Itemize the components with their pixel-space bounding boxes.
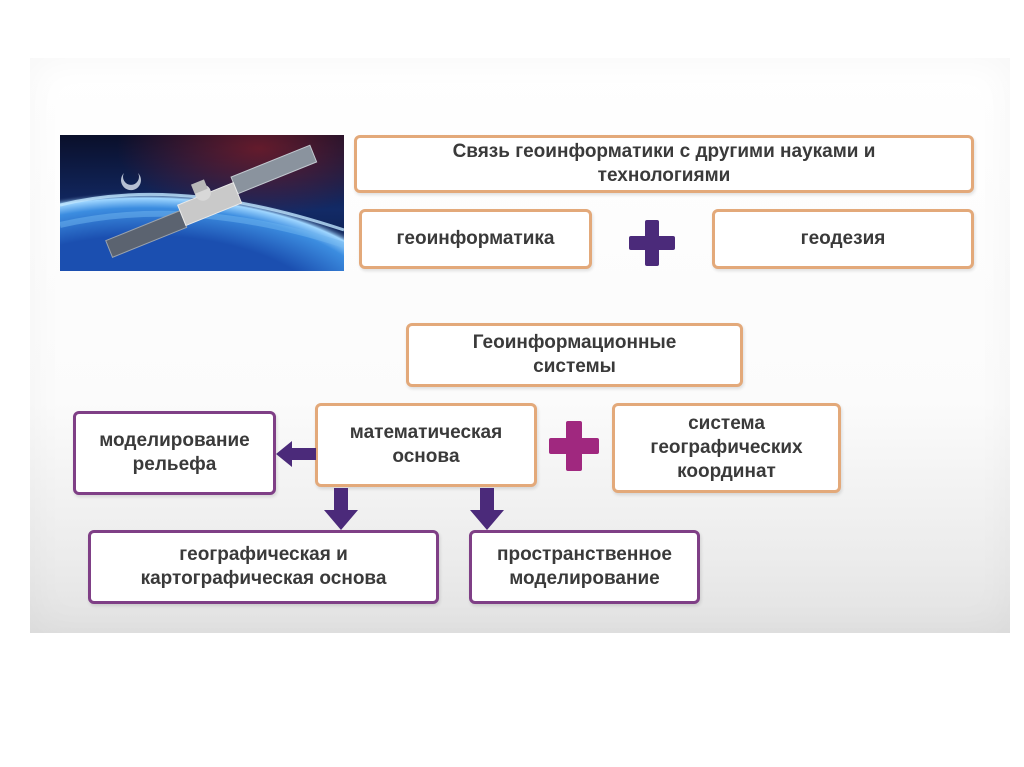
plus-icon xyxy=(549,421,599,471)
relief-modeling-label: моделирование рельефа xyxy=(99,430,250,475)
spatial-modeling-box: пространственное моделирование xyxy=(469,530,700,604)
satellite-image xyxy=(60,135,344,271)
coord-system-box: система географических координат xyxy=(612,403,841,493)
geoinformatics-box: геоинформатика xyxy=(359,209,592,269)
spatial-modeling-label: пространственное моделирование xyxy=(497,544,672,589)
geo-carto-basis-label: географическая и картографическая основа xyxy=(140,544,387,589)
gis-label: Геоинформационные системы xyxy=(472,332,677,377)
geodesy-label: геодезия xyxy=(800,228,886,249)
relief-modeling-box: моделирование рельефа xyxy=(73,411,276,495)
math-basis-label: математическая основa xyxy=(349,422,503,467)
header-box: Связь геоинформатики с другими науками и… xyxy=(354,135,974,193)
gis-box: Геоинформационные системы xyxy=(406,323,743,387)
coord-system-label: система географических координат xyxy=(650,413,803,482)
header-title: Связь геоинформатики с другими науками и… xyxy=(452,141,876,186)
plus-icon xyxy=(629,220,675,266)
down-arrow-icon xyxy=(470,488,504,530)
down-arrow-icon xyxy=(324,488,358,530)
geoinformatics-label: геоинформатика xyxy=(396,228,555,249)
left-arrow-icon xyxy=(276,441,316,467)
geodesy-box: геодезия xyxy=(712,209,974,269)
math-basis-box: математическая основa xyxy=(315,403,537,487)
geo-carto-basis-box: географическая и картографическая основа xyxy=(88,530,439,604)
